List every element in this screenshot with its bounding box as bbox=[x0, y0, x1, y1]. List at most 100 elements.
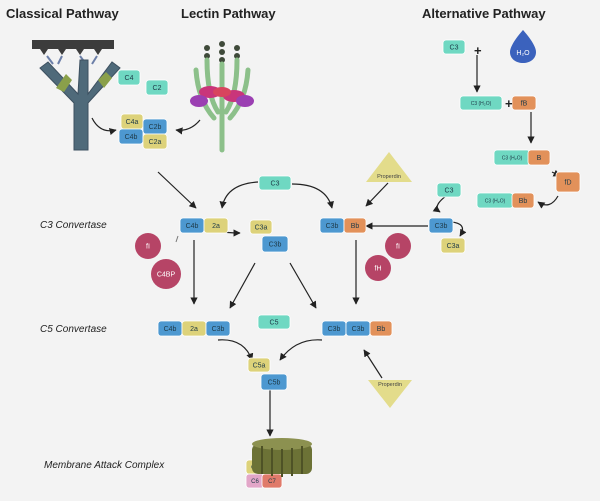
molecule-label: C3 (H₂O) bbox=[485, 198, 506, 204]
lectin-icon bbox=[190, 41, 254, 153]
heading-alternative-pathway: Alternative Pathway bbox=[422, 6, 546, 21]
molecule-c2b: C2b bbox=[142, 118, 168, 135]
molecule-c4b: C4b bbox=[179, 217, 205, 234]
molecule-c4b: C4b bbox=[118, 128, 144, 145]
molecule-label: C4a bbox=[126, 119, 139, 126]
molecule-b: B bbox=[527, 149, 551, 166]
molecule-c7: C7 bbox=[261, 473, 283, 489]
molecule-c3b: C3b bbox=[345, 320, 371, 337]
molecule-label: fD bbox=[565, 180, 572, 187]
molecule-label: C5a bbox=[253, 363, 266, 370]
label-c5-convertase: C5 Convertase bbox=[40, 324, 107, 335]
regulator-label: C4BP bbox=[157, 272, 176, 279]
molecule-label: C3 bbox=[445, 188, 454, 195]
molecule-c5a: C5a bbox=[247, 357, 271, 373]
molecule-fd: fD bbox=[555, 171, 581, 193]
molecule-fb: fB bbox=[511, 95, 537, 111]
regulator-label: fH bbox=[375, 266, 382, 273]
molecule-label: Bb bbox=[377, 326, 386, 333]
regulator-circles: fI C4BP fI fH bbox=[135, 233, 411, 289]
molecule-c4b: C4b bbox=[157, 320, 183, 337]
molecule-c3: C3 bbox=[436, 182, 462, 198]
molecule-label: C3 bbox=[271, 181, 280, 188]
properdin-label: Properdin bbox=[377, 174, 401, 180]
molecule-c5b: C5b bbox=[260, 373, 288, 391]
molecule-c3b: C3b bbox=[321, 320, 347, 337]
h2o-label: H₂O bbox=[516, 50, 530, 57]
molecule-label: C4 bbox=[125, 75, 134, 82]
molecule-label: C3b bbox=[435, 223, 448, 230]
properdin-label: Properdin bbox=[378, 382, 402, 388]
molecule-label: C3 (H₂O) bbox=[471, 101, 492, 107]
reaction-arrows bbox=[91, 55, 561, 437]
heading-classical-pathway: Classical Pathway bbox=[6, 6, 119, 21]
regulator-c4bp: C4BP bbox=[151, 259, 181, 289]
molecule-c4: C4 bbox=[117, 69, 141, 86]
molecule-label: fB bbox=[521, 101, 528, 108]
label-membrane-attack-complex: Membrane Attack Complex bbox=[44, 460, 165, 471]
molecule-c3h2o: C3 (H₂O) bbox=[493, 149, 531, 166]
molecule-c3b: C3b bbox=[428, 217, 454, 234]
molecule-c4a: C4a bbox=[120, 113, 144, 130]
regulator-fi: fI bbox=[135, 233, 161, 259]
molecule-c3b: C3b bbox=[319, 217, 345, 234]
molecule-bb: Bb bbox=[343, 217, 367, 234]
molecule-label: C3a bbox=[255, 225, 268, 232]
label-c3-convertase: C3 Convertase bbox=[40, 220, 107, 231]
molecule-label: C3 bbox=[450, 45, 459, 52]
molecule-label: C3 (H₂O) bbox=[502, 155, 523, 161]
molecule-label: C3b bbox=[212, 326, 225, 333]
molecule-label: C2b bbox=[149, 124, 162, 131]
molecule-label: C4b bbox=[125, 134, 138, 141]
plus-sign-2: + bbox=[505, 96, 513, 111]
molecule-c2: C2 bbox=[145, 79, 169, 96]
molecule-label: C4b bbox=[186, 223, 199, 230]
molecule-c3: C3 bbox=[258, 175, 292, 191]
molecule-label: C3b bbox=[352, 326, 365, 333]
molecule-label: C2a bbox=[149, 139, 162, 146]
molecule-c3a: C3a bbox=[440, 237, 466, 254]
molecule-c3b: C3b bbox=[261, 235, 289, 253]
molecule-c3h2o: C3 (H₂O) bbox=[476, 192, 514, 209]
molecule-label: C3b bbox=[269, 242, 282, 249]
molecule-label: 2a bbox=[190, 326, 198, 333]
regulator-label: fI bbox=[146, 244, 150, 251]
regulator-label: fI bbox=[396, 244, 400, 251]
regulator-fi: fI bbox=[385, 233, 411, 259]
molecule-c5: C5 bbox=[257, 314, 291, 330]
molecule-label: C3b bbox=[328, 326, 341, 333]
molecule-label: C5 bbox=[270, 320, 279, 327]
molecule-label: Bb bbox=[351, 223, 360, 230]
molecule-two_a: 2a bbox=[203, 217, 229, 234]
plus-sign-1: + bbox=[474, 43, 482, 58]
molecule-label: C5b bbox=[268, 380, 281, 387]
regulator-fh: fH bbox=[365, 255, 391, 281]
molecule-c3a: C3a bbox=[249, 219, 273, 235]
molecule-c2a: C2a bbox=[142, 133, 168, 150]
heading-lectin-pathway: Lectin Pathway bbox=[181, 6, 276, 21]
molecule-c3: C3 bbox=[442, 39, 466, 55]
molecule-label: Bb bbox=[519, 198, 528, 205]
molecule-label: C7 bbox=[268, 479, 276, 485]
molecule-bb: Bb bbox=[369, 320, 393, 337]
molecule-label: C2 bbox=[153, 85, 162, 92]
molecule-label: C4b bbox=[164, 326, 177, 333]
properdin-triangle: Properdin bbox=[368, 380, 412, 408]
molecule-two_a: 2a bbox=[181, 320, 207, 337]
water-drop-icon: H₂O bbox=[510, 30, 536, 63]
properdin-triangle: Properdin bbox=[366, 152, 412, 182]
molecule-label: C3a bbox=[447, 243, 460, 250]
molecule-c3b: C3b bbox=[205, 320, 231, 337]
molecule-c6: C6 bbox=[245, 473, 265, 489]
molecule-label: C3b bbox=[326, 223, 339, 230]
mac-pore-icon bbox=[252, 438, 312, 477]
molecule-label: B bbox=[537, 155, 542, 162]
molecule-bb: Bb bbox=[511, 192, 535, 209]
antibody-icon bbox=[32, 40, 121, 151]
molecule-label: C6 bbox=[251, 479, 259, 485]
molecule-label: 2a bbox=[212, 223, 220, 230]
